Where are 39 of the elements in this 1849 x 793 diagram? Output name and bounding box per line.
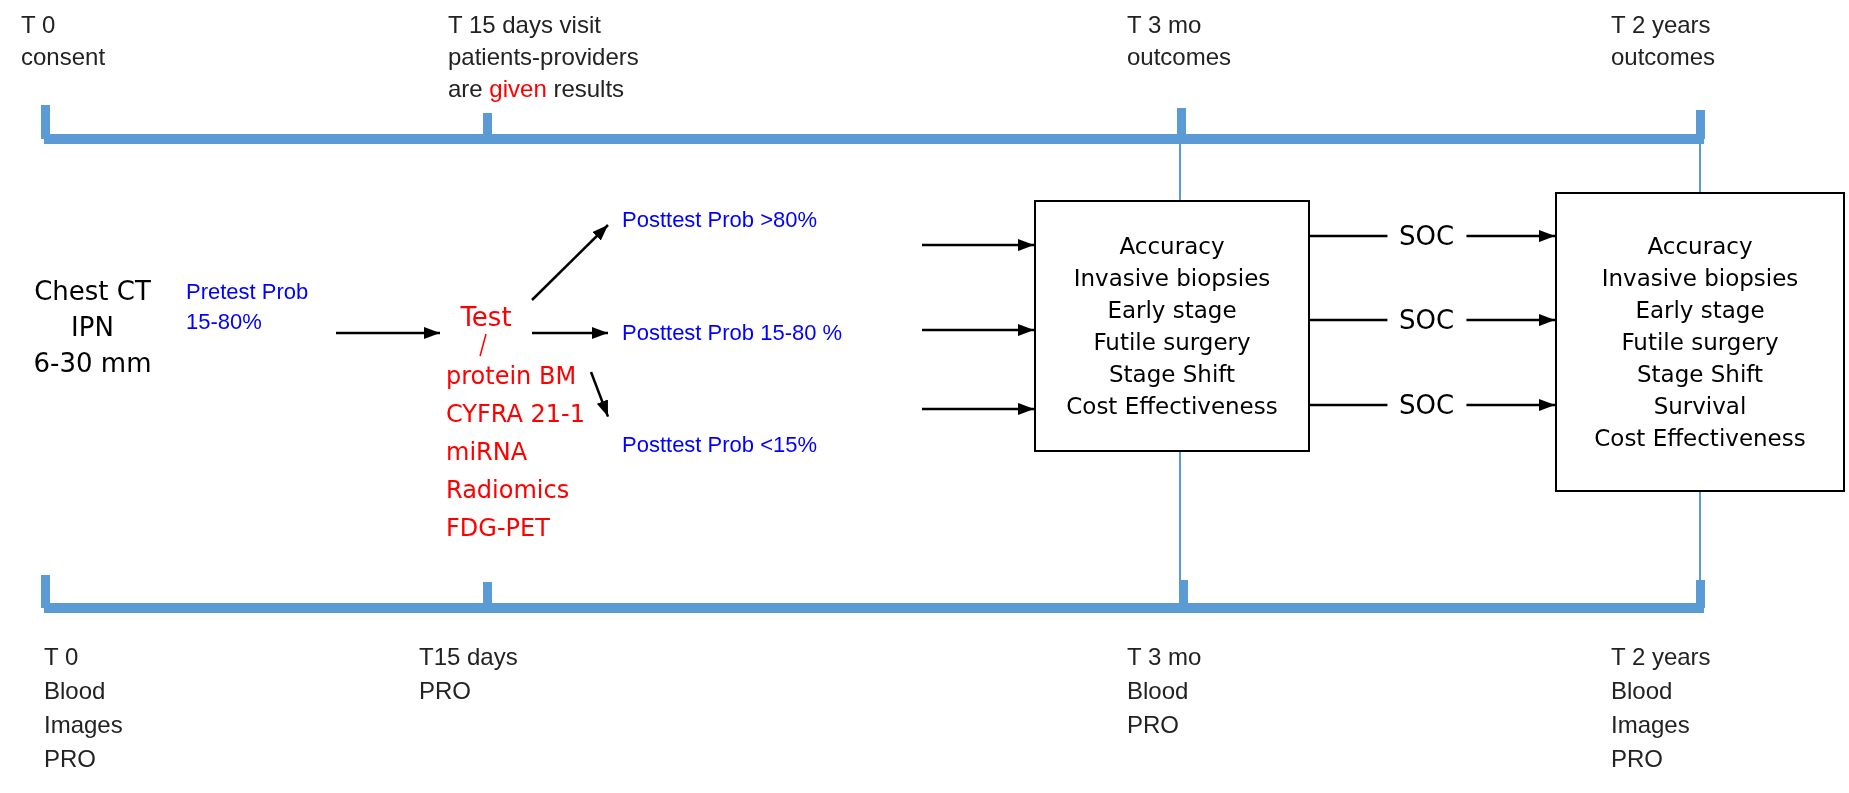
- timeline-label: PRO: [1611, 744, 1663, 774]
- connector-line: [479, 333, 487, 357]
- timeline-label: T 15 days visit: [448, 10, 601, 40]
- timeline-label: PRO: [44, 744, 96, 774]
- timeline-label: Images: [44, 710, 123, 740]
- arrow: [532, 327, 608, 339]
- timeline-label: T 3 mo: [1127, 10, 1202, 40]
- timeline-label: T 3 mo: [1127, 642, 1202, 672]
- test-text: Test: [440, 300, 532, 334]
- arrow: [589, 371, 610, 418]
- probability-text: Posttest Prob <15%: [608, 398, 922, 460]
- outcome-box: Accuracy Invasive biopsies Early stage Futile surgery Stage Shift Survival Cost Effectiveness: [1555, 192, 1845, 492]
- arrow: [336, 327, 440, 339]
- timeline-label: T 2 years: [1611, 10, 1711, 40]
- timeline-label: outcomes: [1611, 42, 1716, 72]
- timeline-label: Images: [1611, 710, 1690, 740]
- finding-text: Chest CT IPN 6-30 mm: [10, 272, 175, 382]
- arrow: [922, 239, 1034, 252]
- timeline-label: outcomes: [1127, 42, 1232, 72]
- timeline-label: patients-providers: [448, 42, 639, 72]
- probability-text: Posttest Prob >80%: [608, 205, 922, 255]
- timeline-label: PRO: [419, 676, 471, 706]
- probability-text: Pretest Prob 15-80%: [186, 275, 336, 339]
- timeline-label: consent: [21, 42, 106, 72]
- arrow: [531, 224, 609, 301]
- timeline-label: T 2 years: [1611, 642, 1711, 672]
- arrow: [922, 402, 1034, 415]
- timeline-label: Blood: [1127, 676, 1189, 706]
- arrow: [922, 324, 1034, 337]
- timeline-label: are given results: [448, 74, 625, 104]
- outcome-box: Accuracy Invasive biopsies Early stage Futile surgery Stage Shift Cost Effectiveness: [1034, 200, 1310, 452]
- test-list: protein BM CYFRA 21-1 miRNA Radiomics FDG-PET: [446, 356, 591, 548]
- timeline-label: T 0: [44, 642, 79, 672]
- timeline-label: Blood: [44, 676, 106, 706]
- timeline-label: T15 days: [419, 642, 518, 672]
- timeline-label: PRO: [1127, 710, 1179, 740]
- probability-text: Posttest Prob 15-80 %: [608, 318, 922, 348]
- timeline-label: T 0: [21, 10, 56, 40]
- timeline-label: Blood: [1611, 676, 1673, 706]
